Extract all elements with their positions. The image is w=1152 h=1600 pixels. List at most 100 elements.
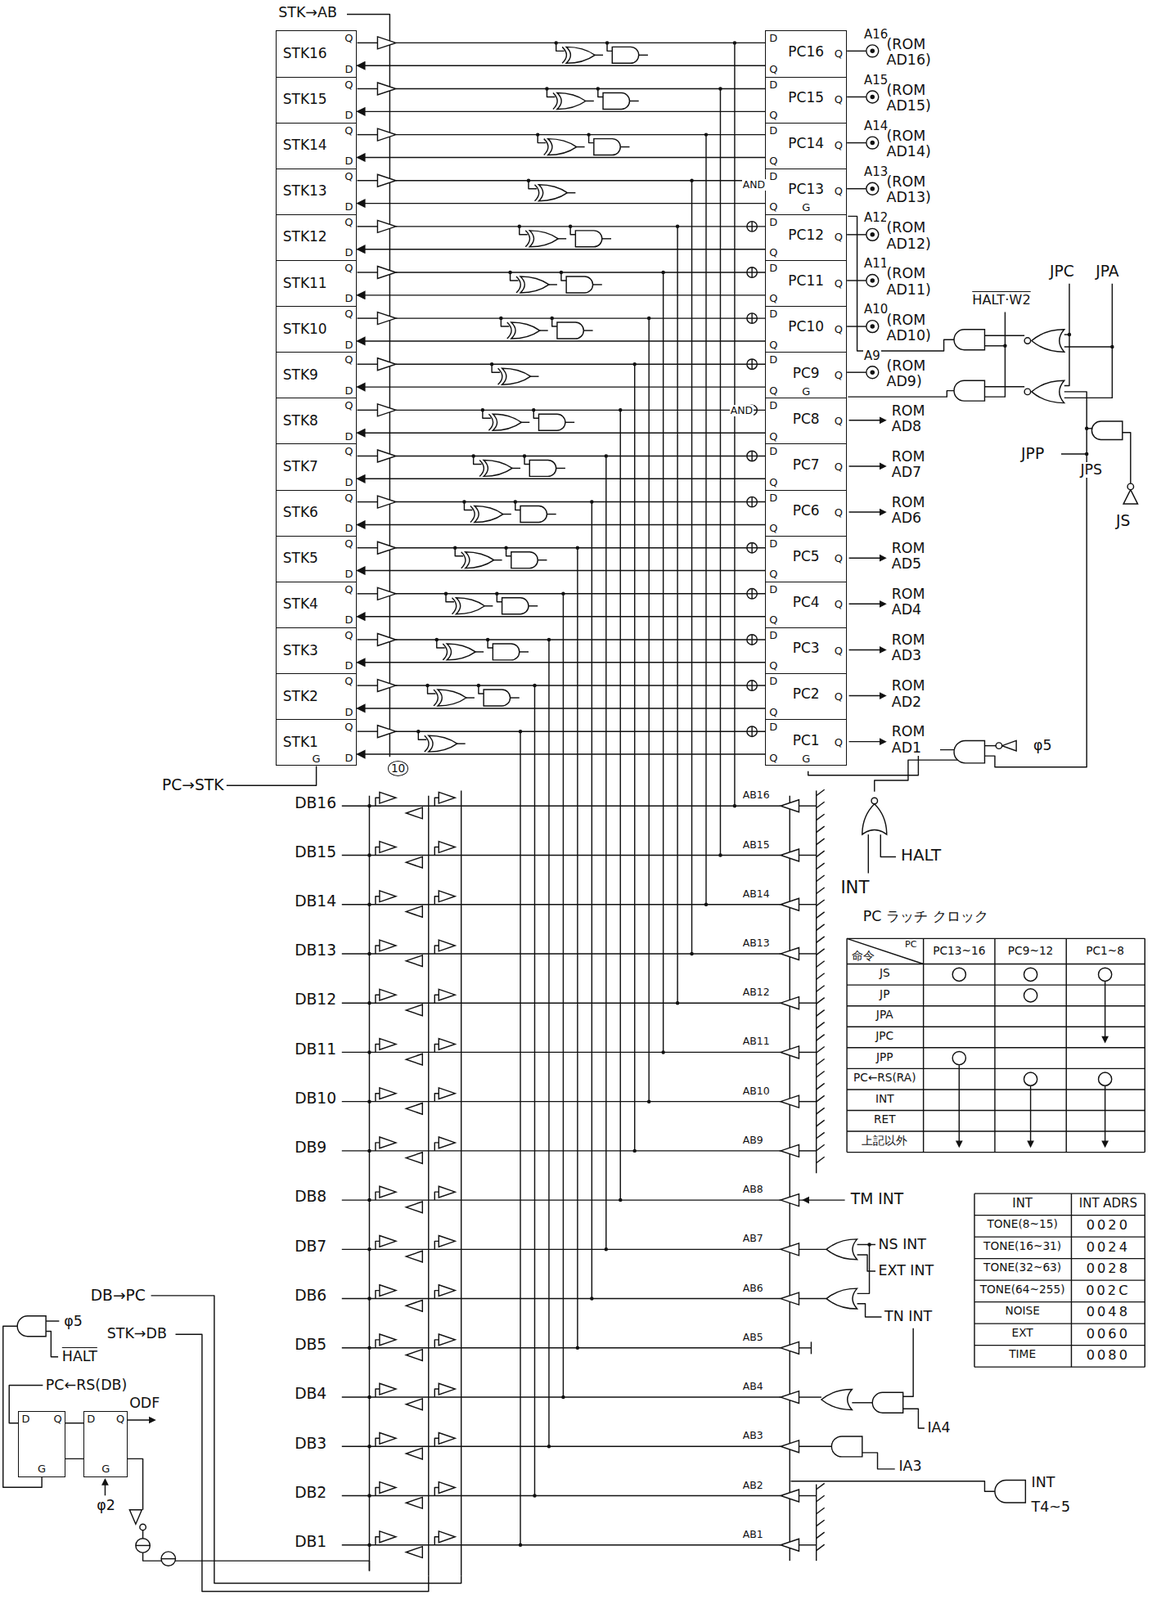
buffer-symbol <box>438 792 455 804</box>
table-cell: 0028 <box>1085 1261 1131 1277</box>
arrowhead <box>879 738 887 746</box>
buffer-symbol <box>405 1300 423 1312</box>
xor-marker-bar <box>751 634 752 645</box>
xor-marker-bar <box>751 680 752 691</box>
register-name: PC5 <box>792 549 820 565</box>
buffer-symbol <box>780 849 799 862</box>
pin-label: Q <box>344 445 353 458</box>
buffer-symbol <box>377 633 396 646</box>
stack-register: STK16QD <box>275 30 358 77</box>
buffer-symbol <box>438 1137 455 1149</box>
buffer-symbol <box>377 495 396 509</box>
wire <box>396 409 765 411</box>
wire <box>798 1298 827 1300</box>
buffer-symbol <box>780 997 799 1010</box>
ground-hatch <box>816 1120 825 1126</box>
wire <box>396 364 765 365</box>
junction-dot <box>549 316 554 320</box>
pin-label: Q <box>344 262 353 275</box>
wire <box>151 1296 462 1584</box>
and-gate <box>538 414 565 431</box>
xor-marker <box>747 359 757 369</box>
stack-load-wire <box>356 248 765 250</box>
xor-gate <box>502 368 531 385</box>
junction-dot <box>589 1296 594 1301</box>
signal-label: DB9 <box>293 1139 328 1157</box>
wire <box>396 134 765 135</box>
junction-dot <box>532 684 536 688</box>
register-name: STK8 <box>283 414 319 429</box>
signal-label: DB3 <box>293 1435 328 1454</box>
stack-load-wire <box>356 707 765 709</box>
table-cell: INT <box>1011 1197 1034 1211</box>
wire <box>519 651 529 653</box>
table-cell: PC9~12 <box>1007 945 1054 958</box>
arrowhead <box>879 463 887 471</box>
signal-label: AB7 <box>742 1233 765 1245</box>
buffer-symbol <box>405 1201 423 1214</box>
ground-hatch <box>816 1495 825 1502</box>
pin-label: D <box>344 568 353 581</box>
signal-label: IA3 <box>897 1458 923 1475</box>
output-terminal <box>866 45 879 58</box>
signal-label: IA4 <box>926 1420 951 1436</box>
buffer-symbol <box>780 1095 799 1108</box>
wire <box>457 742 466 744</box>
wire <box>984 345 1005 347</box>
wire <box>847 391 954 397</box>
pin-label: G <box>801 753 810 765</box>
signal-label: AB11 <box>742 1035 771 1048</box>
pin-label: Q <box>834 48 843 60</box>
program-counter-register: PC14DQQ <box>765 122 847 170</box>
arrowhead <box>1101 1036 1109 1044</box>
signal-label: DB12 <box>293 991 338 1009</box>
and-gate <box>1091 421 1122 440</box>
table-circle-mark <box>1023 967 1037 981</box>
wire <box>798 1446 832 1448</box>
table-cell: 上記以外 <box>860 1134 909 1148</box>
xor-gate-arc <box>562 46 567 63</box>
pin-label: G <box>801 386 810 398</box>
wire <box>857 1244 876 1246</box>
ground-hatch <box>816 900 825 906</box>
buffer-symbol <box>1002 740 1017 751</box>
wire <box>434 1044 439 1053</box>
output-terminal <box>866 320 879 333</box>
table-grid <box>974 1323 1145 1324</box>
wire <box>396 501 765 503</box>
buffer-symbol <box>405 1497 423 1509</box>
xor-gate <box>529 230 558 248</box>
table-cell: JPP <box>875 1051 895 1064</box>
pin-label: Q <box>769 522 778 535</box>
wire <box>880 834 896 857</box>
wire <box>342 1298 781 1300</box>
xor-gate <box>548 139 577 156</box>
junction-dot <box>495 592 499 596</box>
pin-label: Q <box>769 292 778 305</box>
wire <box>342 1347 781 1349</box>
ground-hatch <box>816 924 825 931</box>
junction-dot <box>486 638 490 642</box>
ground-hatch <box>816 1022 825 1029</box>
signal-label: DB11 <box>293 1041 338 1059</box>
wire <box>356 684 378 686</box>
signal-label: ROM AD6 <box>891 495 941 527</box>
xor-gate <box>483 459 513 477</box>
wire <box>396 455 765 457</box>
signal-label: AB10 <box>742 1085 771 1098</box>
signal-label: INT <box>1030 1475 1057 1491</box>
wire <box>396 547 765 549</box>
wire <box>540 329 549 331</box>
wire <box>434 1488 439 1497</box>
arrowhead <box>148 1417 157 1425</box>
signal-label: DB7 <box>293 1238 328 1256</box>
xor-gate-arc <box>479 459 484 477</box>
wire <box>984 312 1005 398</box>
junction-dot <box>453 545 457 549</box>
register-name: PC14 <box>787 136 824 152</box>
junction-dot <box>367 1050 371 1054</box>
table-circle-mark <box>1098 1072 1112 1086</box>
register-name: STK9 <box>283 368 319 383</box>
buffer-symbol <box>377 587 396 600</box>
